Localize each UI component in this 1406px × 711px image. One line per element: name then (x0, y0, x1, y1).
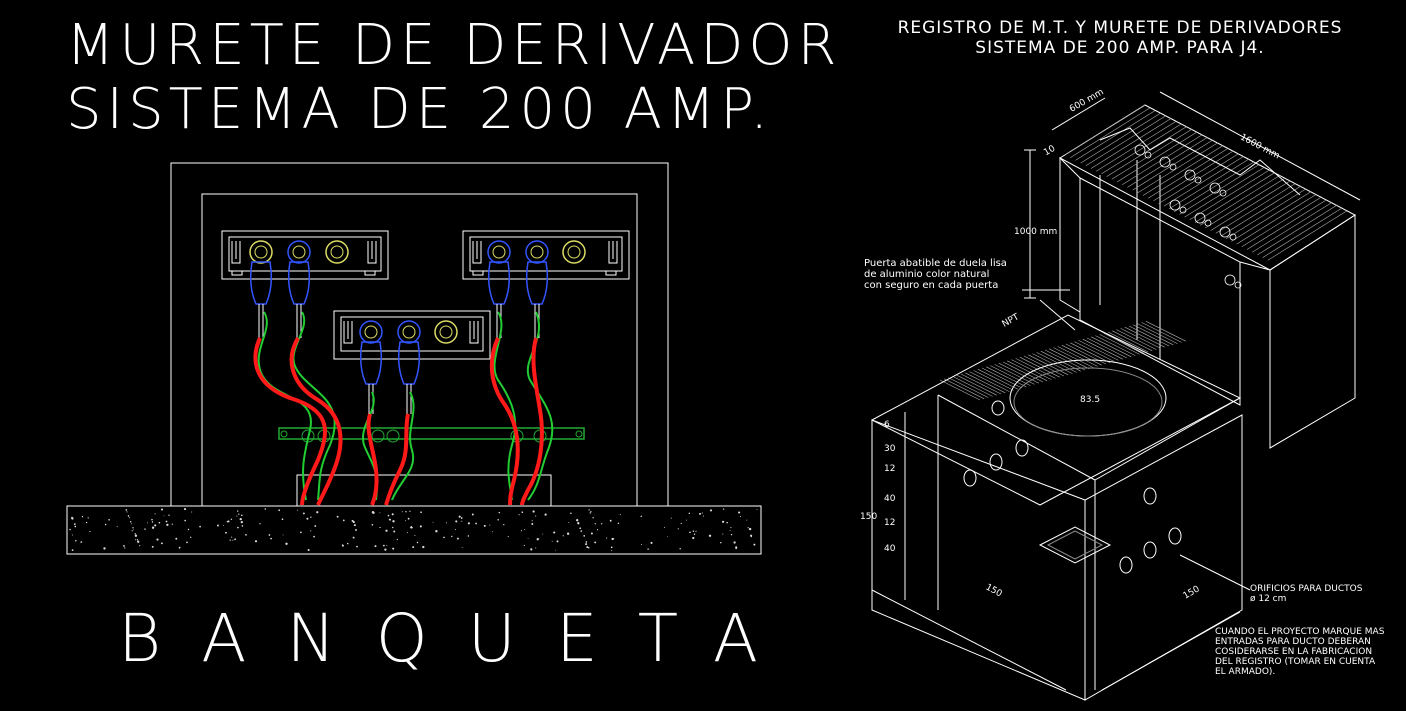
elbow-connectors (249, 261, 549, 385)
derivador-left (221, 230, 389, 280)
derivador-center (333, 310, 491, 360)
door-note-line3: con seguro en cada puerta (864, 280, 999, 291)
left-title-line1: MURETE DE DERIVADOR (66, 13, 842, 78)
project-note-line5: EL ARMADO). (1215, 667, 1276, 677)
dim-40a: 40 (884, 494, 896, 504)
project-note-line2: ENTRADAS PARA DUCTO DEBERAN (1215, 637, 1371, 647)
banqueta-label: BANQUETA (118, 600, 799, 677)
equipment-lines (1134, 144, 1242, 289)
dim-835: 83.5 (1080, 395, 1101, 405)
left-title: MURETE DE DERIVADOR SISTEMA DE 200 AMP. (66, 14, 841, 142)
dim-30: 30 (884, 444, 896, 454)
project-note-line3: COSIDERARSE EN LA FABRICACION (1215, 647, 1373, 657)
derivador-right (462, 230, 630, 280)
cables-red (253, 336, 544, 506)
dim-150v: 150 (860, 512, 878, 522)
door-note: Puerta abatible de duela lisa de alumini… (864, 258, 1007, 291)
cables-green (257, 311, 554, 501)
right-title-line1: REGISTRO DE M.T. Y MURETE DE DERIVADORES (897, 18, 1343, 38)
dim-12b: 12 (884, 518, 896, 528)
ducts-note-line2: ø 12 cm (1250, 594, 1287, 604)
right-title-line2: SISTEMA DE 200 AMP. PARA J4. (975, 38, 1265, 58)
ducts-note: ORIFICIOS PARA DUCTOS ø 12 cm (1250, 584, 1362, 604)
door-note-line2: de aluminio color natural (864, 269, 990, 280)
banqueta-slab (66, 505, 762, 555)
project-note-line4: DEL REGISTRO (TOMAR EN CUENTA (1215, 657, 1376, 667)
dim-6: 6 (884, 420, 890, 430)
left-title-line2: SISTEMA DE 200 AMP. (66, 77, 774, 142)
right-title: REGISTRO DE M.T. Y MURETE DE DERIVADORES… (880, 18, 1360, 58)
dim-1000: 1000 mm (1014, 227, 1058, 237)
dim-40b: 40 (884, 544, 896, 554)
project-note-line1: CUANDO EL PROYECTO MARQUE MAS (1215, 627, 1385, 637)
isometric-registro (870, 91, 1361, 701)
door-note-line1: Puerta abatible de duela lisa (864, 258, 1007, 269)
ducts-note-line1: ORIFICIOS PARA DUCTOS (1250, 584, 1363, 594)
dim-12a: 12 (884, 464, 896, 474)
project-note: CUANDO EL PROYECTO MARQUE MAS ENTRADAS P… (1215, 627, 1384, 677)
